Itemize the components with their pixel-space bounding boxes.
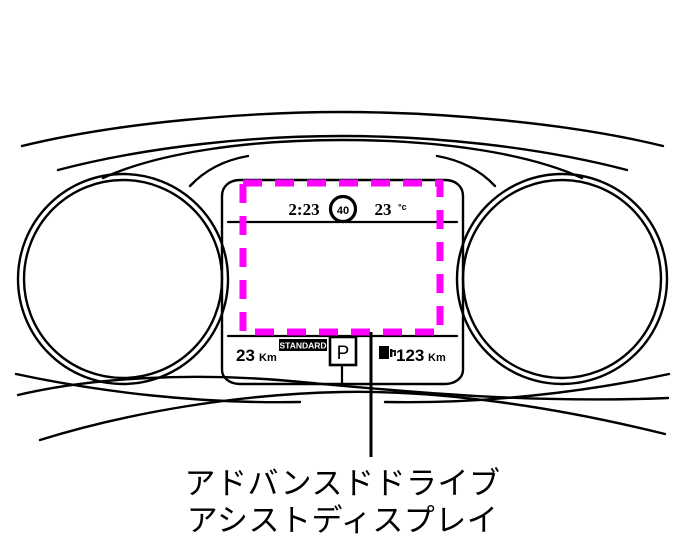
range-unit: Km <box>428 352 446 364</box>
temperature-readout: 23 <box>375 200 392 219</box>
shift-position-label: P <box>337 343 350 364</box>
range-value: 123 <box>396 346 424 365</box>
temperature-unit: °c <box>398 202 407 212</box>
callout-highlight-box <box>239 179 444 336</box>
dashboard-binnacle-lines <box>101 138 584 188</box>
drive-mode-badge: STANDARD <box>279 339 327 351</box>
shift-position-indicator: P <box>328 335 358 367</box>
center-display-panel-outline <box>220 178 465 386</box>
callout-caption-line-2: アシストディスプレイ <box>186 503 499 539</box>
speed-limit-sign-icon: 40 <box>328 194 358 224</box>
callout-caption: アドバンスドドライブ アシストディスプレイ <box>0 466 685 540</box>
drive-mode-label: STANDARD <box>279 341 326 351</box>
lower-dashboard-sweep-lines <box>14 372 671 442</box>
callout-caption-line-1: アドバンスドドライブ <box>184 466 501 502</box>
dashboard-hood-lines <box>20 110 665 172</box>
status-bar-readouts: 23 Km STANDARD P 123 Km <box>236 335 446 367</box>
right-gauge-ring <box>455 172 669 386</box>
left-gauge-ring <box>16 172 230 386</box>
fuel-pump-icon <box>379 346 396 359</box>
info-bar-readouts: 2:23 40 23 °c <box>288 194 407 224</box>
odometer-unit: Km <box>259 352 277 364</box>
speed-limit-value: 40 <box>337 205 349 217</box>
odometer-value: 23 <box>236 346 255 365</box>
clock-readout: 2:23 <box>288 200 319 219</box>
